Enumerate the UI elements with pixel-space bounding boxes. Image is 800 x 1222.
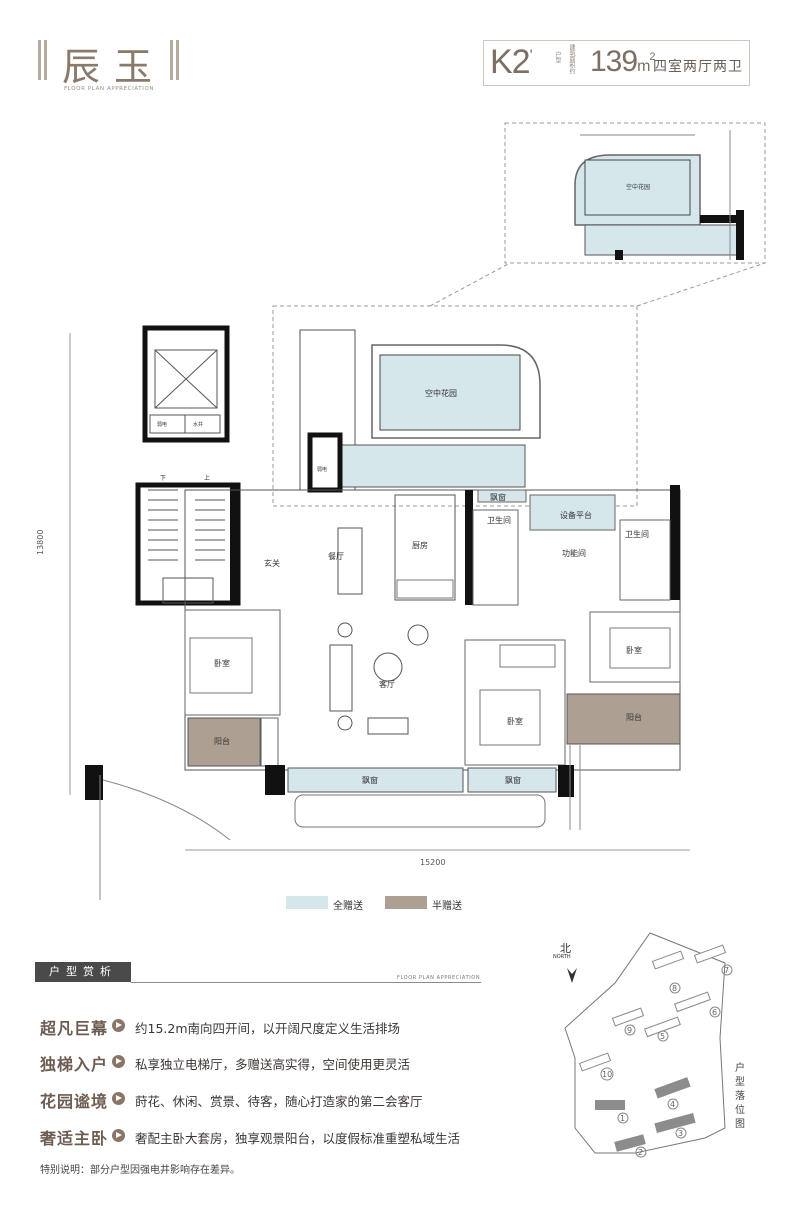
feature-key-2: 独梯入户: [40, 1055, 109, 1074]
inset-connector-right: [636, 262, 766, 307]
project-subtitle: FLOOR PLAN APPRECIATION: [64, 86, 155, 92]
arrow-icon: [112, 1092, 125, 1105]
label-living: 客厅: [379, 680, 395, 689]
analysis-subtitle: FLOOR PLAN APPRECIATION: [397, 975, 481, 981]
inset-connector-left: [429, 262, 511, 307]
label-foyer: 玄关: [264, 559, 280, 568]
building-8: 8: [672, 984, 677, 993]
building-3: 3: [678, 1129, 683, 1138]
analysis-title: 户型赏析: [35, 962, 131, 982]
brand-divider-right-2: [176, 40, 179, 80]
site-map: 8 7 9 5 6 10 4 1 3 2: [564, 932, 733, 1158]
label-bay-window-south-1: 飘窗: [362, 776, 378, 785]
building-6: 6: [712, 1008, 717, 1017]
legend-half-gift-label: 半赠送: [432, 901, 462, 912]
unit-area: 139m2: [590, 45, 656, 78]
label-bedroom-west: 卧室: [214, 659, 230, 668]
project-name: 辰玉: [62, 45, 167, 89]
label-bathroom-1: 卫生间: [487, 516, 511, 525]
label-dining: 餐厅: [328, 552, 344, 561]
building-4: 4: [670, 1100, 675, 1109]
feature-value-2: 私享独立电梯厅，多赠送高实得，空间使用更灵活: [135, 1057, 411, 1072]
label-water-well: 水井: [193, 422, 204, 428]
building-5: 5: [660, 1032, 665, 1041]
building-9: 9: [627, 1026, 632, 1035]
building-1: 1: [620, 1114, 625, 1123]
area-label: 建筑面积约: [568, 44, 575, 74]
legend-half-gift-swatch: [385, 896, 427, 909]
label-utility-room: 功能间: [562, 549, 586, 558]
sky-garden-inset: [504, 122, 766, 264]
label-sky-garden-inset: 空中花园: [626, 184, 651, 191]
label-equipment-platform: 设备平台: [560, 511, 592, 520]
legend-full-gift-swatch: [286, 896, 328, 909]
building-7: 7: [724, 966, 729, 975]
label-stair-up: 上: [204, 475, 211, 482]
unit-layout-desc: 四室两厅两卫: [653, 59, 743, 75]
special-note: 特别说明：部分户型因强电井影响存在差异。: [40, 1165, 240, 1176]
label-elec-room-2: 弱电: [317, 467, 328, 473]
dimension-depth: 13800: [36, 529, 45, 555]
analysis-divider: [131, 982, 481, 983]
brand-divider-left-2: [44, 40, 47, 80]
site-map-label: 户型落位图: [735, 1063, 745, 1130]
label-bathroom-2: 卫生间: [625, 530, 649, 539]
compass-north-en: NORTH: [553, 954, 571, 960]
dimension-width: 15200: [420, 858, 446, 867]
building-2: 2: [638, 1148, 643, 1157]
feature-key-3: 花园谧境: [40, 1092, 109, 1111]
label-bedroom-master: 卧室: [507, 717, 523, 726]
label-bay-window-top: 飘窗: [490, 493, 506, 502]
feature-value-1: 约15.2m南向四开间，以开阔尺度定义生活排场: [135, 1021, 401, 1036]
label-balcony-west: 阳台: [214, 737, 230, 746]
arrow-icon: [112, 1129, 125, 1142]
unit-info-box: K2' 户型 建筑面积约 139m2 四室两厅两卫: [483, 40, 750, 86]
feature-value-3: 莳花、休闲、赏景、待客，随心打造家的第二会客厅: [135, 1094, 423, 1109]
label-bedroom-east: 卧室: [626, 646, 642, 655]
label-balcony-east: 阳台: [626, 713, 642, 722]
floor-plan: [69, 122, 766, 900]
feature-key-1: 超凡巨幕: [40, 1019, 109, 1038]
unit-code: K2': [490, 43, 533, 81]
arrow-icon: [112, 1019, 125, 1032]
label-stair-down: 下: [160, 475, 167, 482]
brand-divider-left: [38, 40, 41, 80]
label-sky-garden: 空中花园: [425, 389, 457, 398]
brand-divider-right: [170, 40, 173, 80]
label-kitchen: 厨房: [412, 541, 428, 550]
label-elec-room: 弱电: [157, 422, 168, 428]
label-bay-window-south-2: 飘窗: [505, 776, 521, 785]
compass-north-label: 北: [560, 942, 571, 955]
feature-key-4: 奢适主卧: [40, 1129, 109, 1148]
arrow-icon: [112, 1055, 125, 1068]
feature-value-4: 奢配主卧大套房，独享观景阳台，以度假标准重塑私域生活: [135, 1131, 461, 1146]
unit-type-label: 户型: [554, 51, 561, 63]
legend-full-gift-label: 全赠送: [333, 901, 363, 912]
building-10: 10: [602, 1070, 612, 1079]
compass-arrow-icon: [567, 968, 577, 983]
